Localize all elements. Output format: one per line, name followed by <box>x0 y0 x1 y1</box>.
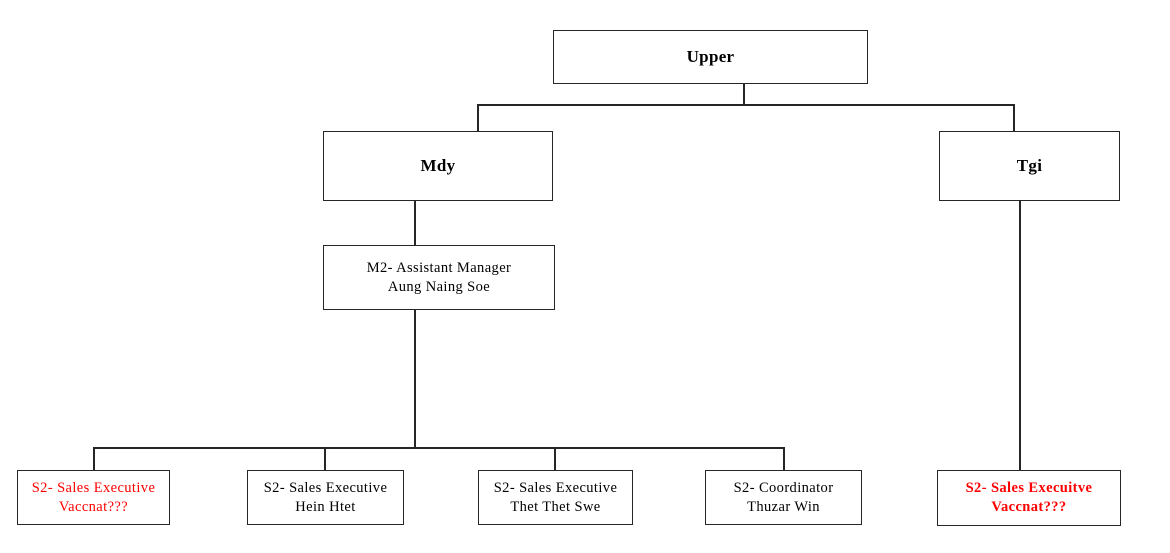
org-node-assistant-manager-name: Aung Naing Soe <box>387 278 491 295</box>
org-node-mdy: Mdy <box>323 131 553 201</box>
org-node-coordinator-thuzar-win-title: S2- Coordinator <box>733 479 834 496</box>
org-node-sales-exec-thet-thet-swe-title: S2- Sales Executive <box>493 479 618 496</box>
org-node-sales-exec-vacant-mdy-title: S2- Sales Executive <box>31 479 156 496</box>
connector-manager-down <box>414 309 416 448</box>
connector-tgi-drop <box>1013 104 1015 132</box>
connector-bottom-horizontal <box>93 447 785 449</box>
org-node-tgi-label: Tgi <box>1016 156 1043 175</box>
connector-staff3-drop <box>554 447 556 470</box>
org-node-coordinator-thuzar-win: S2- Coordinator Thuzar Win <box>705 470 862 525</box>
org-node-sales-exec-hein-htet-title: S2- Sales Executive <box>263 479 388 496</box>
org-node-coordinator-thuzar-win-name: Thuzar Win <box>747 498 820 515</box>
org-node-mdy-label: Mdy <box>420 156 456 175</box>
connector-staff2-drop <box>324 447 326 470</box>
org-node-sales-exec-vacant-mdy-name: Vaccnat??? <box>58 498 129 515</box>
connector-upper-stub <box>743 84 745 106</box>
org-node-assistant-manager-title: M2- Assistant Manager <box>366 259 512 276</box>
org-node-sales-exec-vacant-mdy: S2- Sales Executive Vaccnat??? <box>17 470 170 525</box>
connector-mdy-manager <box>414 201 416 245</box>
org-node-sales-exec-hein-htet: S2- Sales Executive Hein Htet <box>247 470 404 525</box>
connector-staff1-drop <box>93 447 95 470</box>
org-node-assistant-manager: M2- Assistant Manager Aung Naing Soe <box>323 245 555 310</box>
org-node-tgi: Tgi <box>939 131 1120 201</box>
org-node-sales-exec-thet-thet-swe-name: Thet Thet Swe <box>510 498 601 515</box>
connector-mdy-drop <box>477 104 479 132</box>
org-node-sales-exec-thet-thet-swe: S2- Sales Executive Thet Thet Swe <box>478 470 633 525</box>
org-node-sales-exec-vacant-tgi: S2- Sales Execuitve Vaccnat??? <box>937 470 1121 526</box>
org-node-upper-label: Upper <box>686 47 735 66</box>
org-node-sales-exec-hein-htet-name: Hein Htet <box>295 498 356 515</box>
connector-top-horizontal <box>477 104 1015 106</box>
connector-staff4-drop <box>783 447 785 470</box>
connector-tgi-staff-drop <box>1019 201 1021 470</box>
org-node-sales-exec-vacant-tgi-name: Vaccnat??? <box>991 499 1067 515</box>
org-node-sales-exec-vacant-tgi-title: S2- Sales Execuitve <box>965 480 1093 496</box>
org-node-upper: Upper <box>553 30 868 84</box>
